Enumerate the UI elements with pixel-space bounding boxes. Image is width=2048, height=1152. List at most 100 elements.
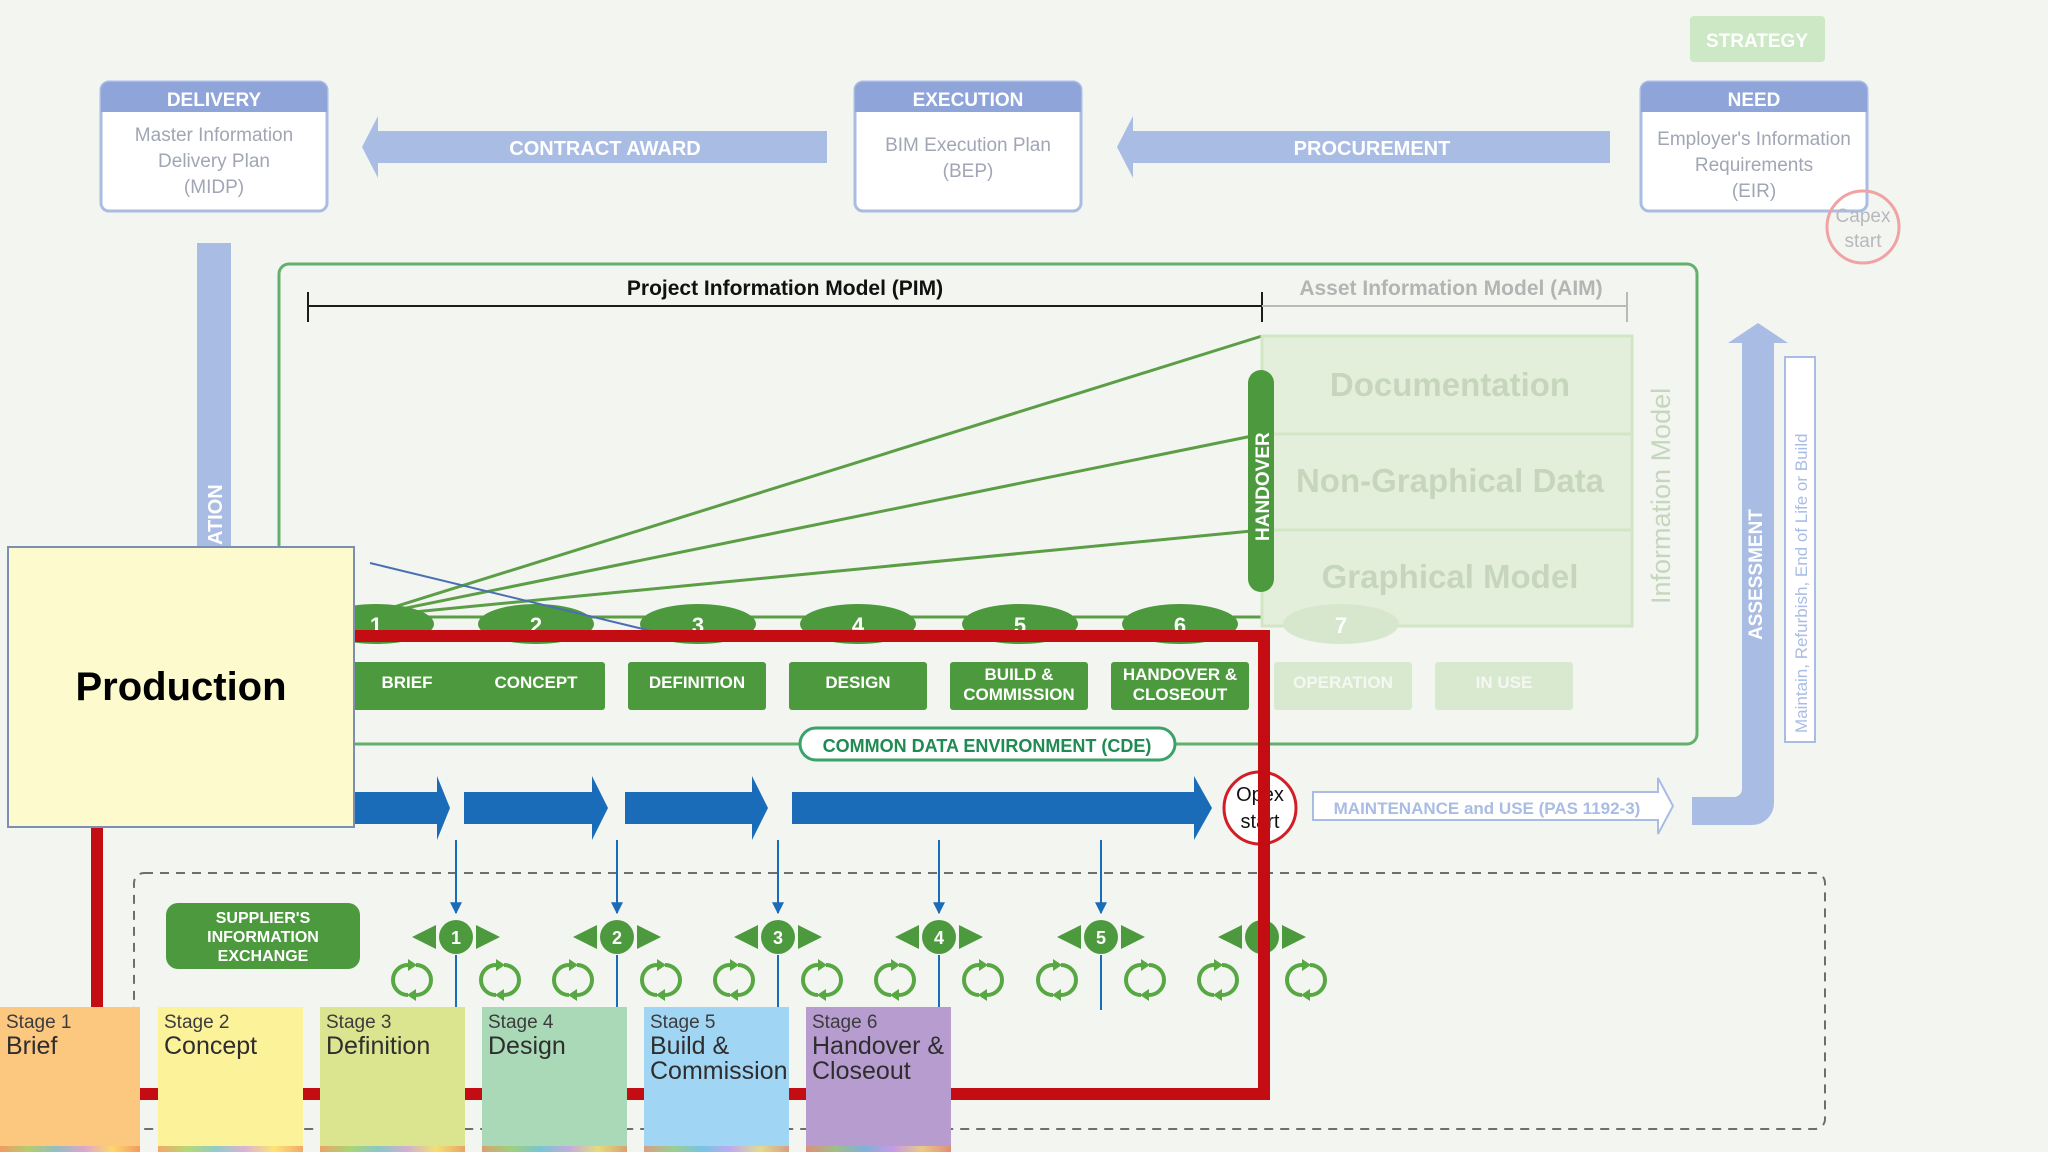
exchange-label: EXCHANGE [218, 948, 309, 965]
production-note: Production [7, 546, 355, 828]
assessment-label: ASSESSMENT [1746, 509, 1767, 640]
delivery-header: DELIVERY [167, 90, 262, 111]
exchange-point: 3 [713, 840, 843, 1010]
exchange-point: 2 [552, 840, 682, 1010]
stage-box-label: COMMISSION [963, 685, 1074, 704]
stage-card-number: Stage 6 [812, 1012, 878, 1033]
delivery-line: Delivery Plan [158, 151, 270, 172]
exchange-point: 5 [1036, 840, 1166, 1010]
stage-card-name: Commission [650, 1057, 788, 1085]
stage-card-strip [0, 1146, 140, 1152]
layer-graphical-model: Graphical Model [1322, 558, 1579, 595]
capex-label: Capex [1836, 206, 1891, 227]
pim-label: Project Information Model (PIM) [627, 277, 943, 300]
execution-box: EXECUTION BIM Execution Plan (BEP) [853, 80, 1083, 213]
stage-box: CONCEPT [467, 662, 605, 710]
stage-card-name: Brief [6, 1032, 58, 1060]
stage-box-label: DEFINITION [649, 673, 745, 692]
exchange-point-number: 1 [451, 928, 461, 948]
cycle-icon [874, 959, 916, 1001]
cde-label: COMMON DATA ENVIRONMENT (CDE) [823, 736, 1152, 756]
cycle-icon [1197, 959, 1239, 1001]
maintain-label: Maintain, Refurbish, End of Life or Buil… [1792, 433, 1811, 733]
stage-card-name: Concept [164, 1032, 258, 1060]
pim-aim-timeline: Project Information Model (PIM) Asset In… [307, 277, 1628, 322]
stage-box: HANDOVER &CLOSEOUT [1111, 662, 1249, 710]
stage-box-label: BRIEF [382, 673, 433, 692]
stage-label-boxes: BRIEF CONCEPT DEFINITION DESIGN BUILD &COMMI… [338, 662, 1573, 710]
cycle-icon [801, 959, 843, 1001]
stage-card-name: Closeout [812, 1057, 911, 1085]
stage-box: BRIEF [338, 662, 476, 710]
need-line: Employer's Information [1657, 129, 1851, 150]
capex-start-marker: Capex start [1825, 189, 1901, 265]
execution-line: BIM Execution Plan [885, 135, 1051, 156]
stage-box-label: OPERATION [1293, 673, 1393, 692]
production-label: Production [75, 664, 287, 709]
stage-box: DESIGN [789, 662, 927, 710]
cycle-icon [1036, 959, 1078, 1001]
growth-wedge [361, 334, 1263, 619]
layer-non-graphical-data: Non-Graphical Data [1296, 462, 1605, 499]
need-line: (EIR) [1732, 181, 1776, 202]
exchange-label: INFORMATION [207, 929, 319, 946]
cycle-icon [713, 959, 755, 1001]
contract-award-label: CONTRACT AWARD [509, 138, 700, 160]
stage-card-strip [806, 1146, 951, 1152]
layer-documentation: Documentation [1330, 366, 1570, 403]
exchange-point [1197, 920, 1327, 1001]
cycle-icon [1124, 959, 1166, 1001]
information-model-label: Information Model [1646, 388, 1676, 604]
procurement-arrow: PROCUREMENT [1117, 116, 1610, 178]
execution-header: EXECUTION [913, 90, 1024, 111]
stage-box-label: DESIGN [825, 673, 890, 692]
stage-box: DEFINITION [628, 662, 766, 710]
stage-card-strip [644, 1146, 789, 1152]
stage-card-name: Design [488, 1032, 566, 1060]
procurement-label: PROCUREMENT [1294, 138, 1451, 160]
exchange-points: 1 2 3 4 5 [391, 840, 1327, 1010]
exchange-label: SUPPLIER'S [216, 910, 311, 927]
strategy-badge: STRATEGY [1690, 16, 1825, 62]
cycle-icon [552, 959, 594, 1001]
stage-box: IN USE [1435, 662, 1573, 710]
stage-box: OPERATION [1274, 662, 1412, 710]
stage-card-number: Stage 3 [326, 1012, 392, 1033]
suppliers-information-exchange: SUPPLIER'S INFORMATION EXCHANGE [166, 903, 360, 969]
stage-card-number: Stage 5 [650, 1012, 716, 1033]
stage-card-number: Stage 4 [488, 1012, 554, 1033]
need-box: NEED Employer's Information Requirements… [1639, 80, 1869, 213]
cycle-icon [640, 959, 682, 1001]
stage-card-number: Stage 2 [164, 1012, 230, 1033]
exchange-point-number: 4 [934, 928, 944, 948]
stage-pill-number: 7 [1335, 613, 1347, 638]
need-header: NEED [1728, 90, 1781, 111]
execution-line: (BEP) [943, 161, 994, 182]
assessment-arrow: ASSESSMENT [1692, 323, 1788, 825]
exchange-zone [133, 872, 1826, 1130]
stage-box-label: CLOSEOUT [1133, 685, 1228, 704]
maintenance-label: MAINTENANCE and USE (PAS 1192-3) [1334, 799, 1641, 818]
stage-card-strip [158, 1146, 303, 1152]
exchange-point: 4 [874, 840, 1004, 1010]
cde-badge: COMMON DATA ENVIRONMENT (CDE) [798, 726, 1177, 762]
aim-label: Asset Information Model (AIM) [1299, 277, 1602, 300]
cycle-icon [479, 959, 521, 1001]
left-vertical-bar: ATION [197, 243, 231, 563]
cycle-icon [962, 959, 1004, 1001]
handover-bar: HANDOVER [1248, 370, 1274, 592]
delivery-line: (MIDP) [184, 177, 244, 198]
exchange-point-number: 2 [612, 928, 622, 948]
maintenance-arrow: MAINTENANCE and USE (PAS 1192-3) [1312, 777, 1675, 835]
stage-box-label: CONCEPT [494, 673, 578, 692]
exchange-point: 1 [391, 840, 521, 1010]
flow-arrows [355, 776, 1212, 840]
stage-card-name: Definition [326, 1032, 431, 1060]
stage-box: BUILD &COMMISSION [950, 662, 1088, 710]
exchange-point-number: 5 [1096, 928, 1106, 948]
